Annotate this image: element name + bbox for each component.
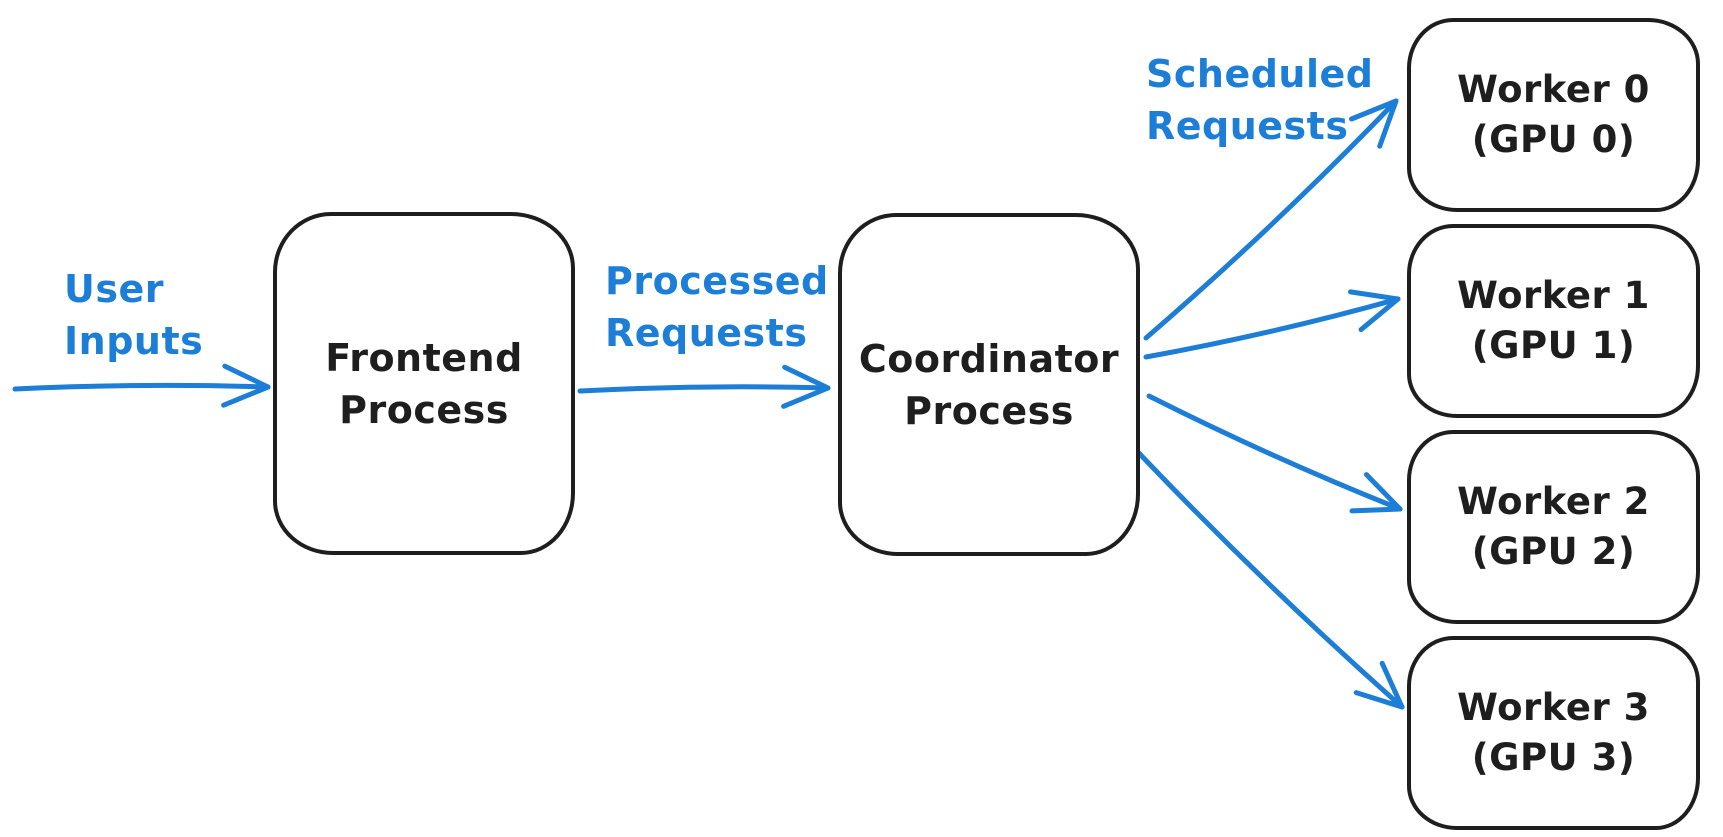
- edge-scheduled-worker-3-shaft: [1133, 447, 1405, 710]
- edge-scheduled-worker-0-arrowhead-wing: [1349, 98, 1399, 122]
- edge-user-inputs-arrowhead-wing: [221, 384, 271, 408]
- edge-processed-requests-shaft: [577, 384, 831, 394]
- edge-user-inputs-shaft: [12, 382, 271, 392]
- edge-scheduled-worker-1-arrowhead-wing: [1348, 289, 1401, 302]
- edge-scheduled-worker-1-arrow: [1143, 289, 1401, 360]
- frontend-process-label: Frontend Process: [325, 335, 523, 432]
- edge-scheduled-worker-3-arrow: [1133, 447, 1405, 710]
- edge-scheduled-worker-1-arrowhead-wing: [1358, 296, 1401, 333]
- edge-user-inputs-arrowhead-wing: [222, 363, 271, 390]
- worker-1-label: Worker 1 (GPU 1): [1457, 274, 1650, 367]
- node-worker-3: Worker 3 (GPU 3): [1407, 636, 1700, 830]
- node-worker-2: Worker 2 (GPU 2): [1407, 430, 1700, 624]
- edge-processed-requests-arrow: [577, 364, 831, 409]
- node-worker-0: Worker 0 (GPU 0): [1407, 18, 1700, 212]
- edge-label-user-inputs: User Inputs: [64, 267, 204, 363]
- worker-2-label: Worker 2 (GPU 2): [1457, 480, 1650, 573]
- edge-scheduled-worker-0-shaft: [1143, 98, 1399, 341]
- edge-scheduled-worker-2-shaft: [1146, 393, 1403, 512]
- edge-processed-requests-arrowhead-wing: [782, 364, 831, 391]
- edge-scheduled-worker-2-arrow: [1146, 393, 1403, 514]
- edge-scheduled-worker-2-arrowhead-wing: [1349, 506, 1403, 514]
- node-frontend-process: Frontend Process: [273, 212, 575, 555]
- edge-user-inputs-arrow: [12, 363, 271, 408]
- edge-label-scheduled-requests: Scheduled Requests: [1146, 52, 1374, 148]
- worker-3-label: Worker 3 (GPU 3): [1457, 686, 1650, 779]
- node-worker-1: Worker 1 (GPU 1): [1407, 224, 1700, 418]
- edge-scheduled-worker-0-arrow: [1143, 98, 1399, 341]
- node-coordinator-process: Coordinator Process: [838, 213, 1140, 556]
- edge-label-processed-requests: Processed Requests: [605, 259, 829, 355]
- edge-scheduled-worker-0-arrowhead-wing: [1377, 98, 1399, 149]
- coordinator-process-label: Coordinator Process: [858, 336, 1120, 433]
- edge-processed-requests-arrowhead-wing: [781, 385, 831, 409]
- edge-scheduled-worker-3-arrowhead-wing: [1379, 660, 1405, 710]
- edge-scheduled-worker-2-arrowhead-wing: [1364, 472, 1403, 512]
- worker-0-label: Worker 0 (GPU 0): [1457, 68, 1650, 161]
- edge-scheduled-worker-3-arrowhead-wing: [1353, 690, 1405, 710]
- edge-scheduled-worker-1-shaft: [1143, 296, 1401, 360]
